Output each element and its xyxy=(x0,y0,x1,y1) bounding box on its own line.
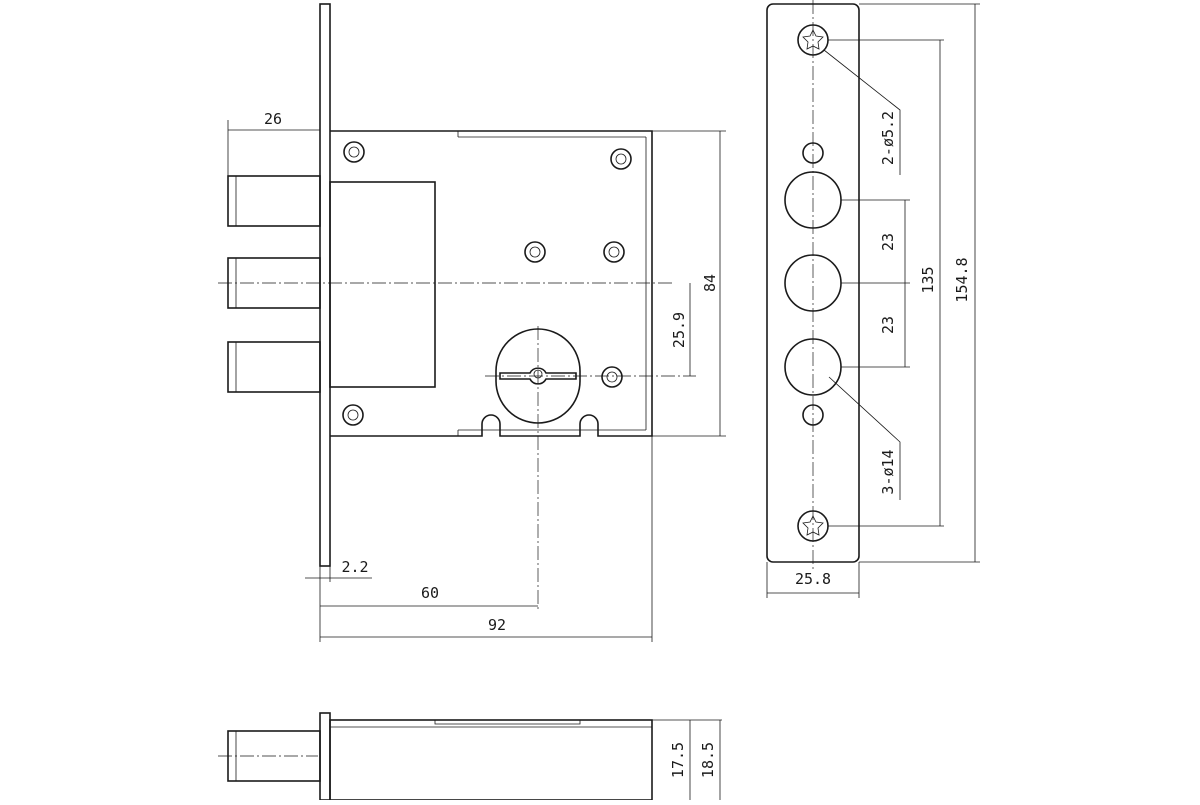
bolt-carriage xyxy=(329,181,436,388)
dim-screw-holes: 2-ø5.2 xyxy=(879,111,897,165)
dim-bolt-holes: 3-ø14 xyxy=(879,449,897,494)
dim-bolt-spacing-1: 23 xyxy=(879,233,897,251)
front-view: 26 84 25.9 2.2 60 92 xyxy=(218,3,726,642)
dim-cylinder-offset: 25.9 xyxy=(670,312,688,348)
faceplate-view: 2-ø5.2 23 23 135 154.8 3-ø14 25.8 xyxy=(766,0,980,598)
top-faceplate xyxy=(319,712,331,801)
dim-case-height: 84 xyxy=(701,274,719,292)
small-hole xyxy=(802,142,824,164)
screw-icon xyxy=(601,366,623,388)
bolt-top xyxy=(227,175,321,227)
dim-plate-length: 154.8 xyxy=(953,257,971,302)
screw-icon xyxy=(603,241,625,263)
screw-icon xyxy=(342,404,364,426)
screw-icon xyxy=(610,148,632,170)
dim-plate-thickness: 2.2 xyxy=(341,558,368,576)
dim-overall-depth: 18.5 xyxy=(699,742,717,778)
top-view: 17.5 18.5 xyxy=(218,712,722,801)
dim-bolt-length: 26 xyxy=(264,110,282,128)
dim-backset: 60 xyxy=(421,584,439,602)
bolt-bottom xyxy=(227,341,321,393)
dim-case-depth: 17.5 xyxy=(669,742,687,778)
screw-icon xyxy=(343,141,365,163)
lock-case xyxy=(330,130,653,437)
face-plate xyxy=(319,3,331,567)
small-hole xyxy=(802,404,824,426)
dim-bolt-spacing-2: 23 xyxy=(879,316,897,334)
dim-screw-spacing: 135 xyxy=(919,266,937,293)
dim-case-width: 92 xyxy=(488,616,506,634)
dim-plate-width: 25.8 xyxy=(795,570,831,588)
screw-icon xyxy=(524,241,546,263)
top-case xyxy=(329,719,653,801)
